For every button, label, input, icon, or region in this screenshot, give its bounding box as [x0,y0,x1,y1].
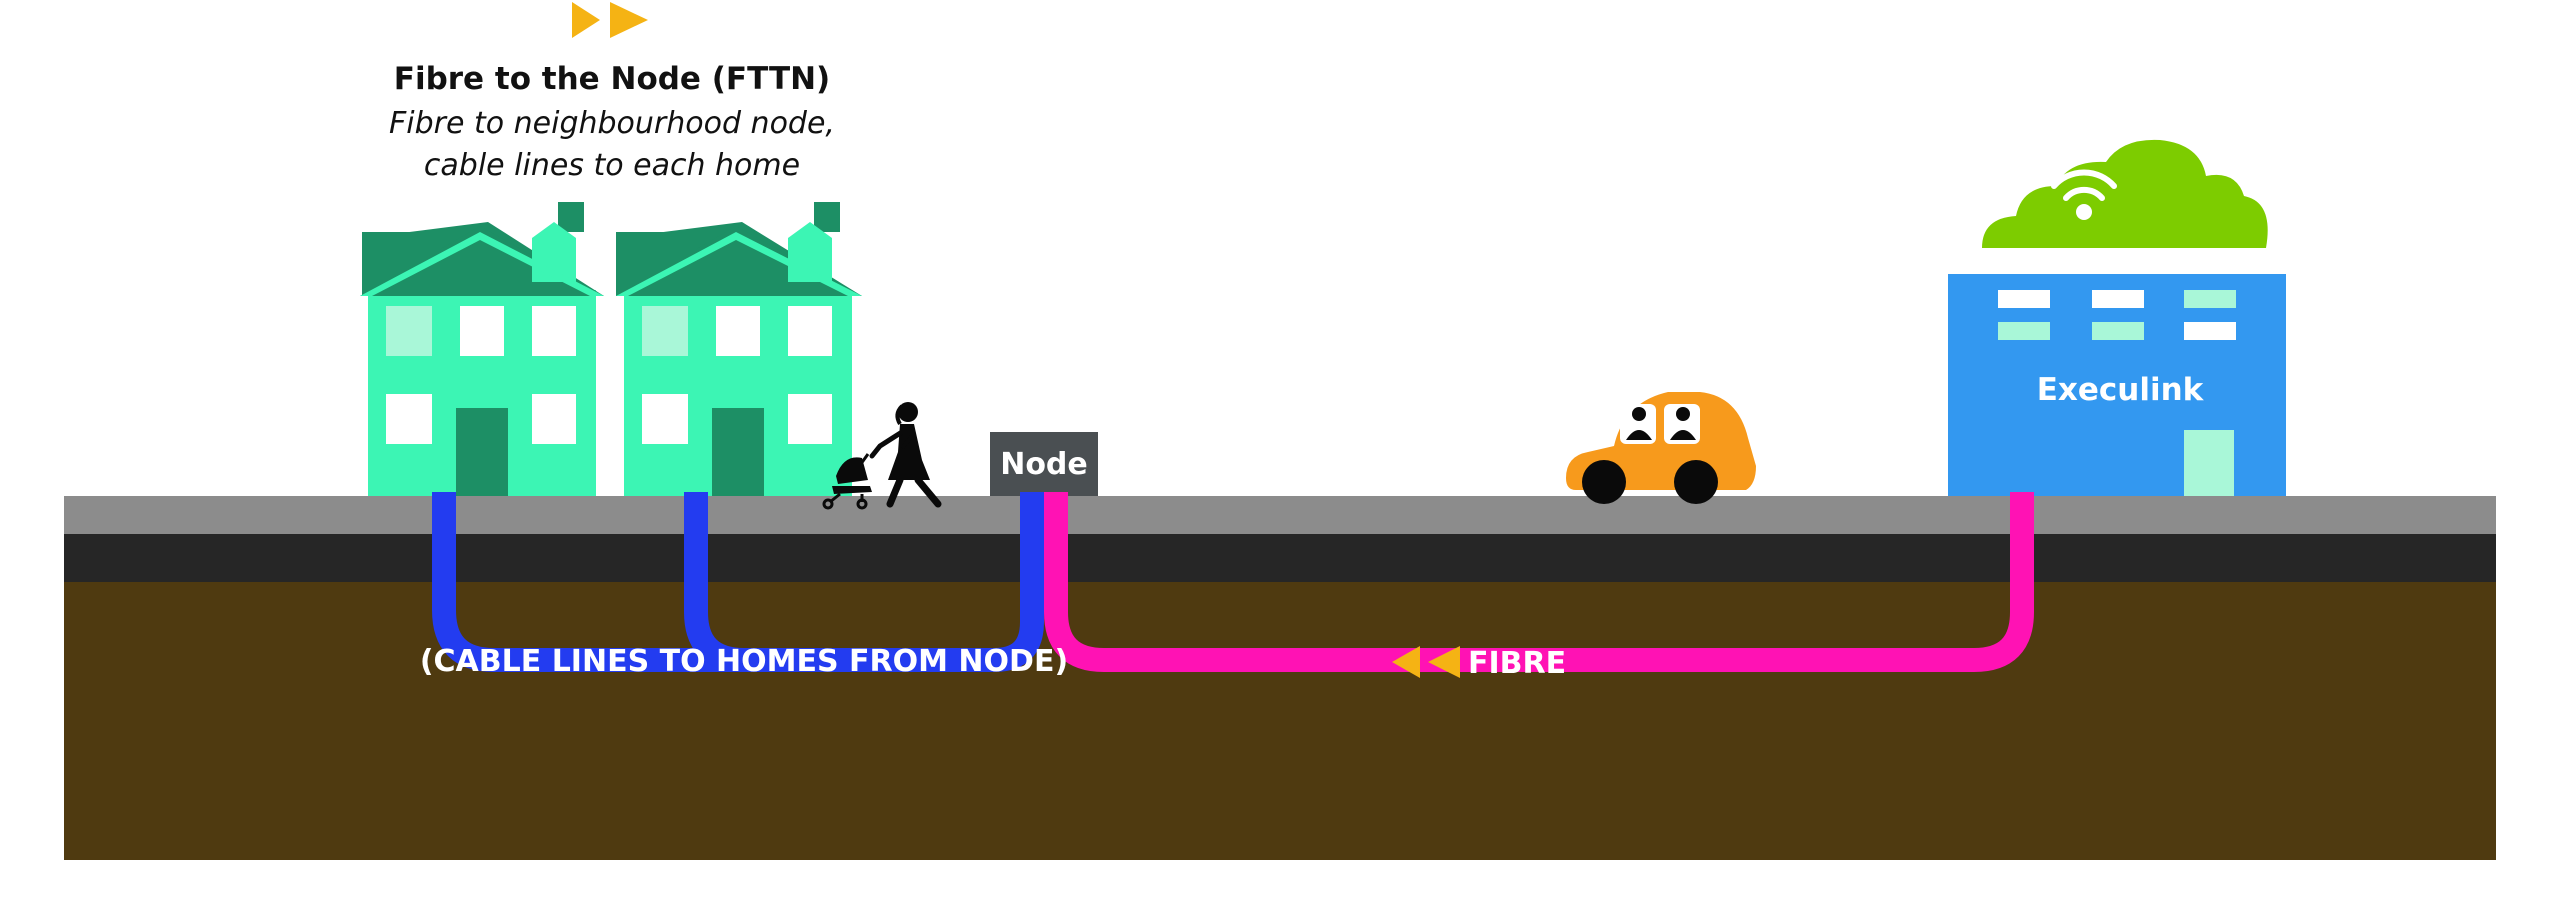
fibre-label: FIBRE [1468,646,1566,681]
diagram-subtitle-line2: cable lines to each home [424,148,800,183]
person-with-stroller-icon [822,402,942,510]
node-label: Node [1000,447,1088,482]
cloud-icon [1982,139,2268,248]
rewind-arrows-icon [1392,646,1460,678]
execulink-building [1948,274,2286,496]
building-label: Execulink [2037,372,2205,408]
cable-label: (CABLE LINES TO HOMES FROM NODE) [420,644,1068,679]
underground-soil [64,582,2496,860]
house-1 [360,202,604,496]
sidewalk [64,496,2496,534]
wifi-icon [2051,169,2117,220]
diagram-subtitle-line1: Fibre to neighbourhood node, [389,106,835,141]
fibre-line [1044,492,2034,672]
node-cabinet [990,432,1098,496]
diagram-title: Fibre to the Node (FTTN) [394,61,830,97]
car-icon [1566,392,1756,504]
house-2 [616,202,862,496]
fast-forward-icon [572,2,648,38]
cable-lines [432,492,1044,672]
road [64,534,2496,582]
